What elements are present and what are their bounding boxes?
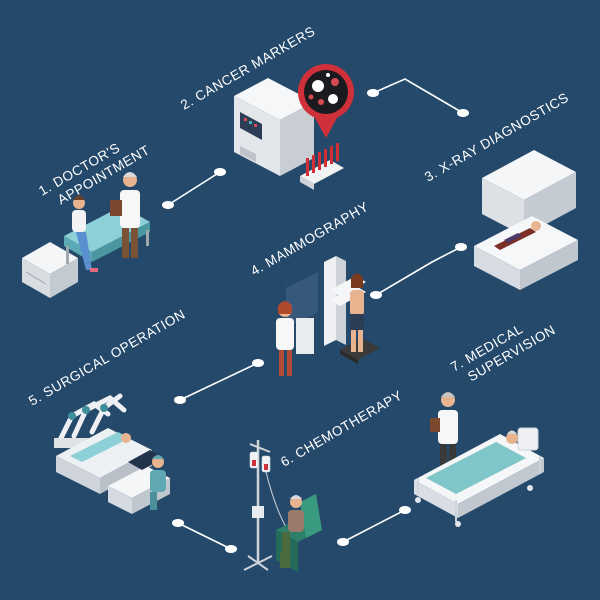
- step-label-6: 6. Chemotherapy: [278, 388, 405, 470]
- surgical-operation-illustration: [54, 393, 170, 514]
- connector-3: [375, 246, 462, 296]
- connector-5: [179, 362, 259, 401]
- medical-supervision-illustration: [414, 392, 544, 527]
- node: [225, 545, 237, 553]
- node: [162, 201, 174, 209]
- node: [337, 538, 349, 546]
- step-label-5: 5. Surgical operation: [26, 306, 188, 408]
- connector-1: [167, 171, 221, 206]
- connector-2: [372, 78, 464, 114]
- step-label-4: 4. Mammography: [248, 199, 371, 279]
- connector-6: [177, 522, 232, 550]
- chemotherapy-illustration: [243, 440, 322, 572]
- doctors-appointment-illustration: [22, 172, 150, 298]
- mammography-illustration: [276, 256, 380, 376]
- connectors: [167, 78, 464, 550]
- x-ray-diagnostics-illustration: [474, 150, 578, 290]
- node: [252, 359, 264, 367]
- node: [367, 89, 379, 97]
- node: [174, 396, 186, 404]
- node: [214, 168, 226, 176]
- connector-nodes: [162, 89, 469, 553]
- node: [370, 291, 382, 299]
- node: [399, 506, 411, 514]
- node: [457, 109, 469, 117]
- cancer-markers-illustration: [234, 64, 354, 190]
- node: [172, 519, 184, 527]
- step-label-7: 7. Medical supervision: [448, 321, 558, 384]
- node: [455, 243, 467, 251]
- connector-7: [342, 509, 406, 543]
